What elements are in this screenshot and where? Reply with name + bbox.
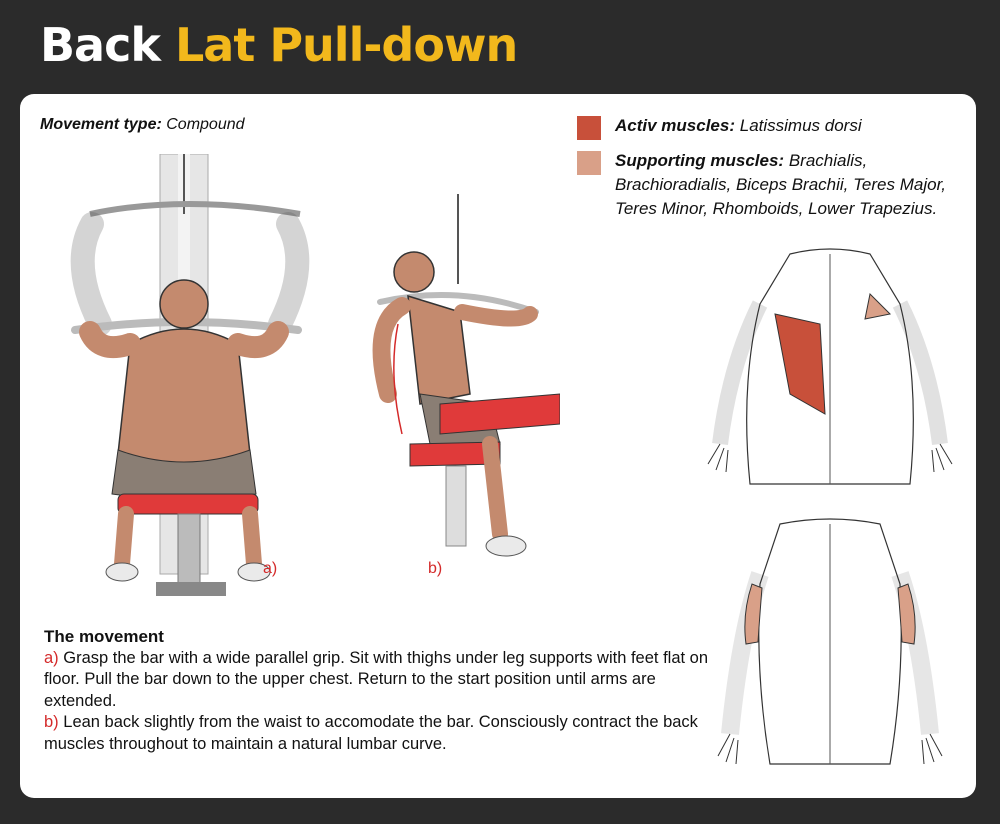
step-b-marker: b) (44, 713, 59, 731)
active-muscles-label: Activ muscles: (615, 116, 735, 135)
step-a-text: Grasp the bar with a wide parallel grip.… (44, 648, 709, 710)
movement-type: Movement type: Compound (40, 116, 245, 134)
anatomy-back-illustration (707, 248, 953, 485)
step-a-marker: a) (44, 648, 59, 667)
supporting-muscles-label: Supporting muscles: (615, 151, 785, 170)
movement-heading: The movement (44, 627, 164, 646)
anatomy-front-illustration (717, 518, 943, 765)
page-title: Back Lat Pull-down (40, 18, 518, 72)
supporting-muscle-swatch (577, 151, 601, 175)
legend-supporting: Supporting muscles: Brachialis, Brachior… (577, 149, 975, 221)
title-accent: Lat Pull-down (174, 18, 518, 72)
movement-step-b: b) Lean back slightly from the waist to … (44, 712, 714, 755)
figure-a-label: a) (263, 560, 278, 577)
title-prefix: Back (40, 18, 161, 72)
movement-type-label: Movement type: (40, 116, 162, 133)
movement-description: The movement a) Grasp the bar with a wid… (44, 626, 714, 755)
movement-type-value: Compound (166, 116, 245, 133)
active-muscles-value: Latissimus dorsi (739, 116, 862, 135)
figure-b-label: b) (428, 560, 443, 577)
movement-step-a: a) Grasp the bar with a wide parallel gr… (44, 648, 714, 713)
figure-b-illustration (372, 194, 560, 557)
legend-active: Activ muscles: Latissimus dorsi (577, 114, 975, 140)
figure-a-illustration (70, 154, 310, 596)
active-muscle-swatch (577, 116, 601, 140)
step-b-text: Lean back slightly from the waist to acc… (44, 713, 698, 753)
content-card: Movement type: Compound Activ muscles: L… (20, 94, 976, 798)
supporting-muscles-value: Brachialis, Brachioradialis, Biceps Brac… (615, 151, 947, 218)
